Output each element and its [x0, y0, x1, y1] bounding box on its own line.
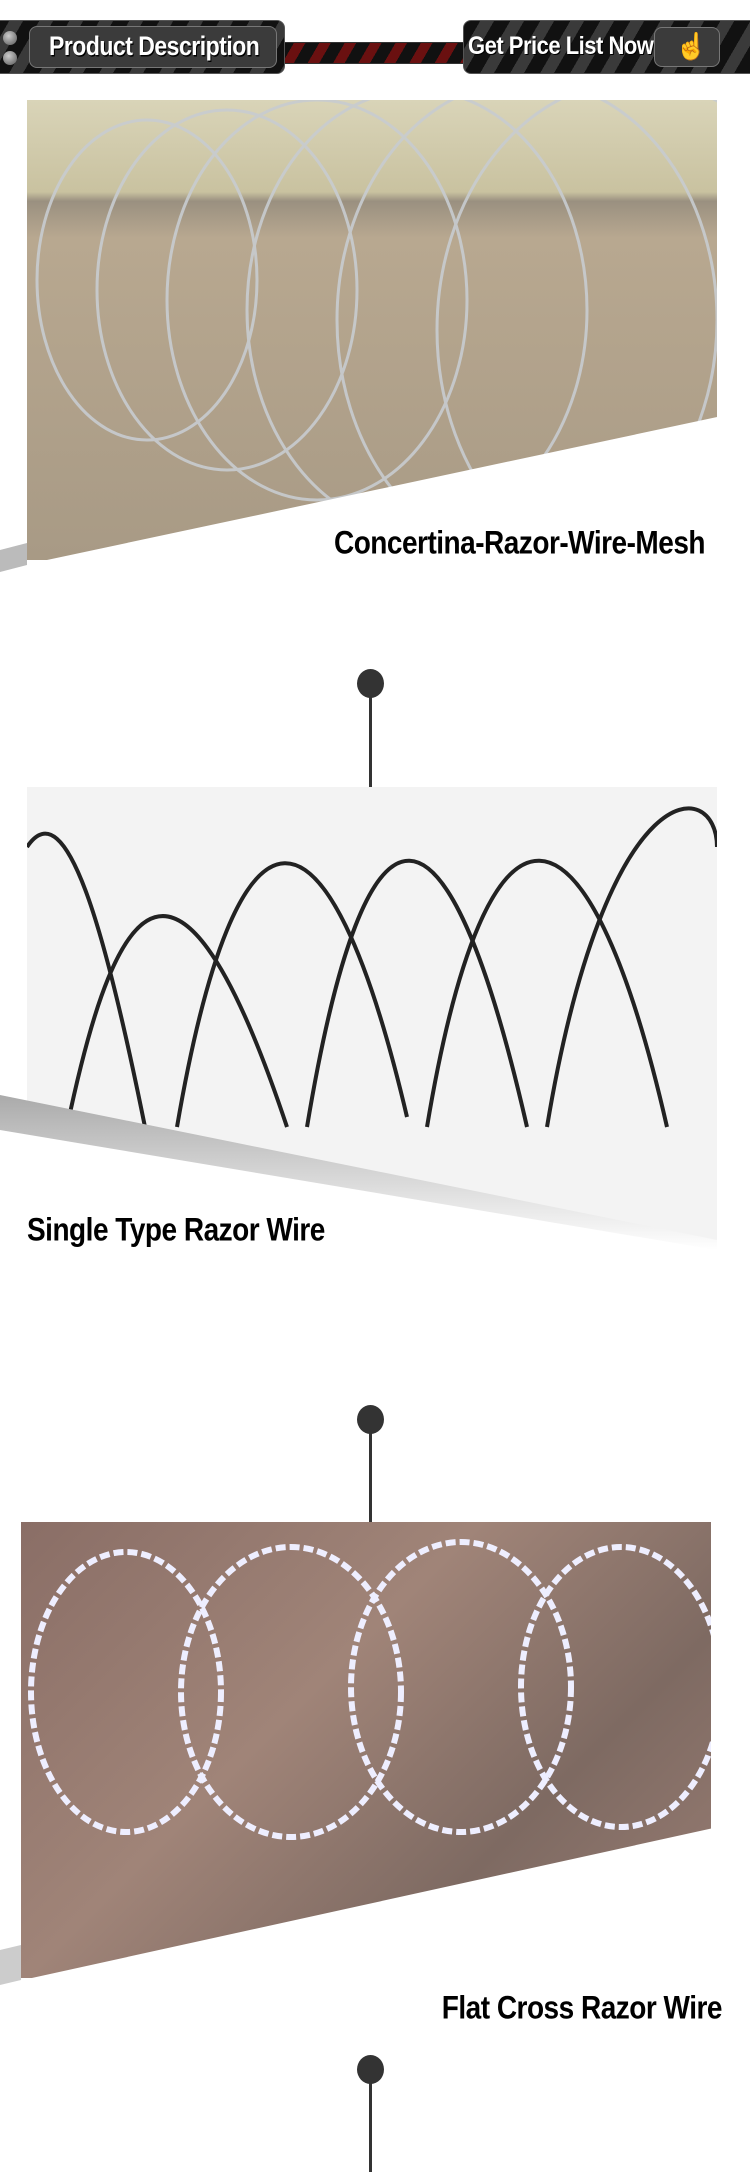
product-title: Concertina-Razor-Wire-Mesh	[333, 524, 706, 561]
product-image-concertina	[27, 100, 717, 560]
wire-coils	[35, 100, 717, 560]
product-title: Flat Cross Razor Wire	[441, 1989, 723, 2026]
diagonal-overlay	[0, 1820, 750, 2000]
screw-icon	[3, 31, 17, 45]
diagonal-overlay	[0, 1095, 750, 1260]
pin-stem	[369, 690, 372, 787]
product-title: Single Type Razor Wire	[27, 1211, 325, 1248]
product-description-label: Product Description	[49, 30, 260, 61]
wire-coils	[27, 806, 717, 1138]
wire-coils	[28, 1539, 711, 1840]
striped-connector	[280, 42, 470, 64]
pin-stem	[369, 2075, 372, 2172]
get-price-list-label: Get Price List Now	[468, 31, 654, 60]
header-banner: Product Description Get Price List Now ☝	[0, 20, 750, 74]
get-price-list-button[interactable]: Get Price List Now ☝	[463, 20, 750, 74]
hand-pointer-icon: ☝	[654, 27, 720, 67]
screw-icon	[3, 51, 17, 65]
diagonal-overlay	[0, 410, 750, 580]
product-description-tab: Product Description	[0, 20, 285, 74]
pin-stem	[369, 1425, 372, 1522]
